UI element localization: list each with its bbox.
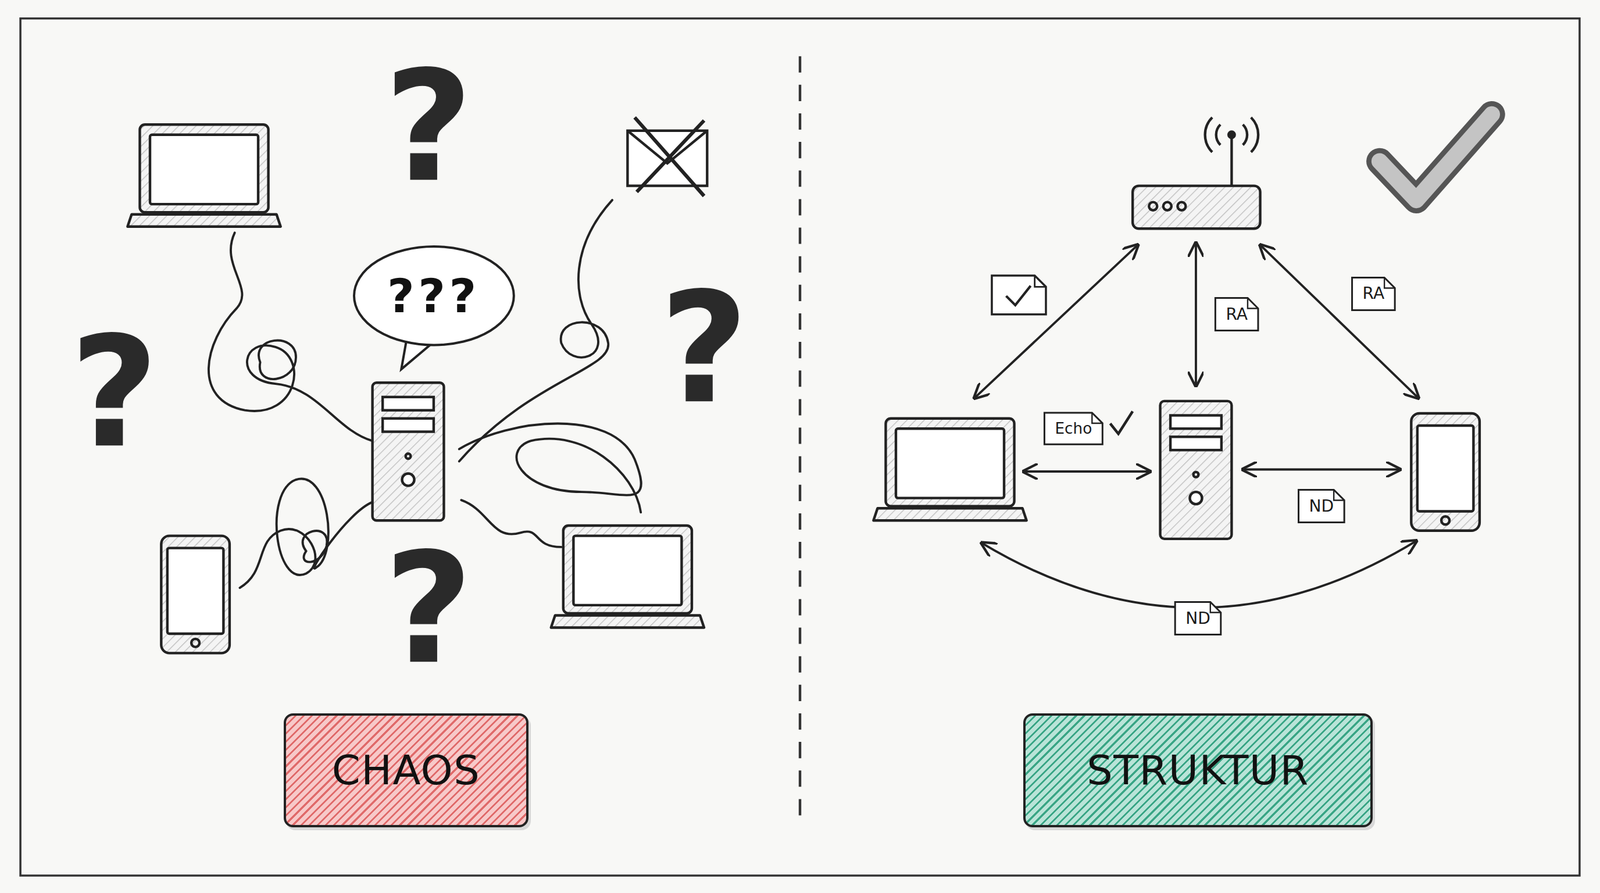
- question-mark: ?: [659, 272, 749, 426]
- node-text: STRUKTUR: [1086, 746, 1309, 795]
- document-outline: [1215, 298, 1259, 331]
- message-label: ND: [1309, 497, 1335, 514]
- laptop-icon: [873, 418, 1027, 521]
- message-label: ND: [1185, 610, 1211, 627]
- message-label: RA: [1362, 285, 1385, 302]
- question-mark: ?: [69, 316, 159, 470]
- label-box: CHAOS: [283, 713, 529, 828]
- divider: [798, 56, 802, 822]
- document-fold: [1384, 277, 1395, 288]
- label-box: STRUKTUR: [1023, 713, 1373, 828]
- message-document: [1044, 412, 1103, 445]
- message-document: [1215, 298, 1259, 331]
- document-outline: [1044, 412, 1103, 445]
- router-icon: [1132, 117, 1260, 229]
- checked-document: [991, 275, 1046, 315]
- echo-check: [1110, 411, 1134, 434]
- document-outline: [1298, 489, 1345, 523]
- laptop-icon: [127, 124, 281, 227]
- phone-icon: [161, 536, 230, 654]
- frame: [20, 18, 1580, 876]
- bubble-body: [354, 246, 514, 346]
- speech-bubble: ???: [352, 244, 516, 348]
- document-fold: [1210, 602, 1221, 613]
- node-text: CHAOS: [331, 746, 481, 795]
- question-mark: ?: [384, 51, 474, 205]
- big-checkmark: [1379, 114, 1492, 200]
- question-mark: ?: [384, 532, 474, 686]
- message-document: [1352, 277, 1396, 310]
- server-icon: [1160, 401, 1232, 539]
- document-fold: [1333, 489, 1345, 500]
- message-label: Echo: [1054, 420, 1092, 437]
- document-fold: [1091, 412, 1103, 424]
- document-fold: [1247, 298, 1259, 309]
- crossed-envelope: [627, 117, 707, 196]
- server-icon: [372, 382, 445, 521]
- document-outline: [1175, 602, 1221, 635]
- phone-icon: [1411, 413, 1480, 531]
- laptop-icon: [551, 525, 705, 628]
- node-text: ???: [387, 268, 481, 324]
- message-document: [1175, 602, 1221, 635]
- message-arrows: [974, 243, 1419, 608]
- message-document: [1298, 489, 1345, 523]
- document-outline: [1352, 277, 1396, 310]
- message-label: RA: [1225, 306, 1248, 323]
